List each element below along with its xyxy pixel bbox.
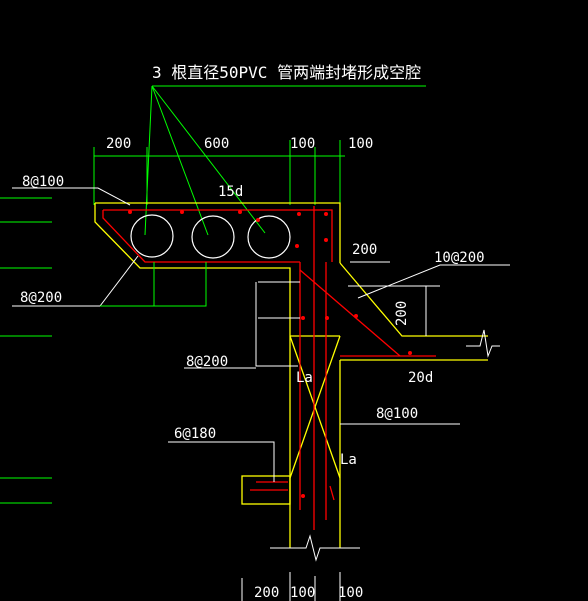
dim-100a-bottom: 100 xyxy=(290,585,315,601)
green-leaders xyxy=(100,262,207,307)
dim-100a-top: 100 xyxy=(290,136,315,152)
dim-100b-bottom: 100 xyxy=(338,585,363,601)
pvc-pipe-1 xyxy=(130,214,174,258)
label-20d: 20d xyxy=(408,370,433,386)
bottom-dimension xyxy=(241,572,341,601)
pvc-pipe-2 xyxy=(191,215,235,259)
concrete-outline xyxy=(94,202,488,548)
annotation-leaders xyxy=(12,187,510,482)
title-leader xyxy=(144,85,426,236)
dim-200-top: 200 xyxy=(106,136,131,152)
break-symbols xyxy=(270,329,500,562)
label-200-right: 200 xyxy=(352,242,377,258)
left-edge-lines xyxy=(0,197,52,504)
pvc-pipes xyxy=(130,214,291,259)
label-la-1: La xyxy=(296,370,313,386)
label-200-vertical: 200 xyxy=(394,301,410,326)
rebar-dots xyxy=(128,210,412,498)
label-15d: 15d xyxy=(218,184,243,200)
title-text: 3 根直径50PVC 管两端封堵形成空腔 xyxy=(152,63,421,82)
dim-200-bottom: 200 xyxy=(254,585,279,601)
dim-100b-top: 100 xyxy=(348,136,373,152)
top-dimension-line xyxy=(93,140,345,205)
pvc-pipe-3 xyxy=(247,215,291,259)
dim-600-top: 600 xyxy=(204,136,229,152)
label-6-180: 6@180 xyxy=(174,426,216,442)
label-10-200: 10@200 xyxy=(434,250,485,266)
label-8-200-mid: 8@200 xyxy=(186,354,228,370)
label-8-200-left: 8@200 xyxy=(20,290,62,306)
label-8-100-right: 8@100 xyxy=(376,406,418,422)
label-la-2: La xyxy=(340,452,357,468)
label-8-100-top: 8@100 xyxy=(22,174,64,190)
rebar-lines xyxy=(102,206,436,530)
